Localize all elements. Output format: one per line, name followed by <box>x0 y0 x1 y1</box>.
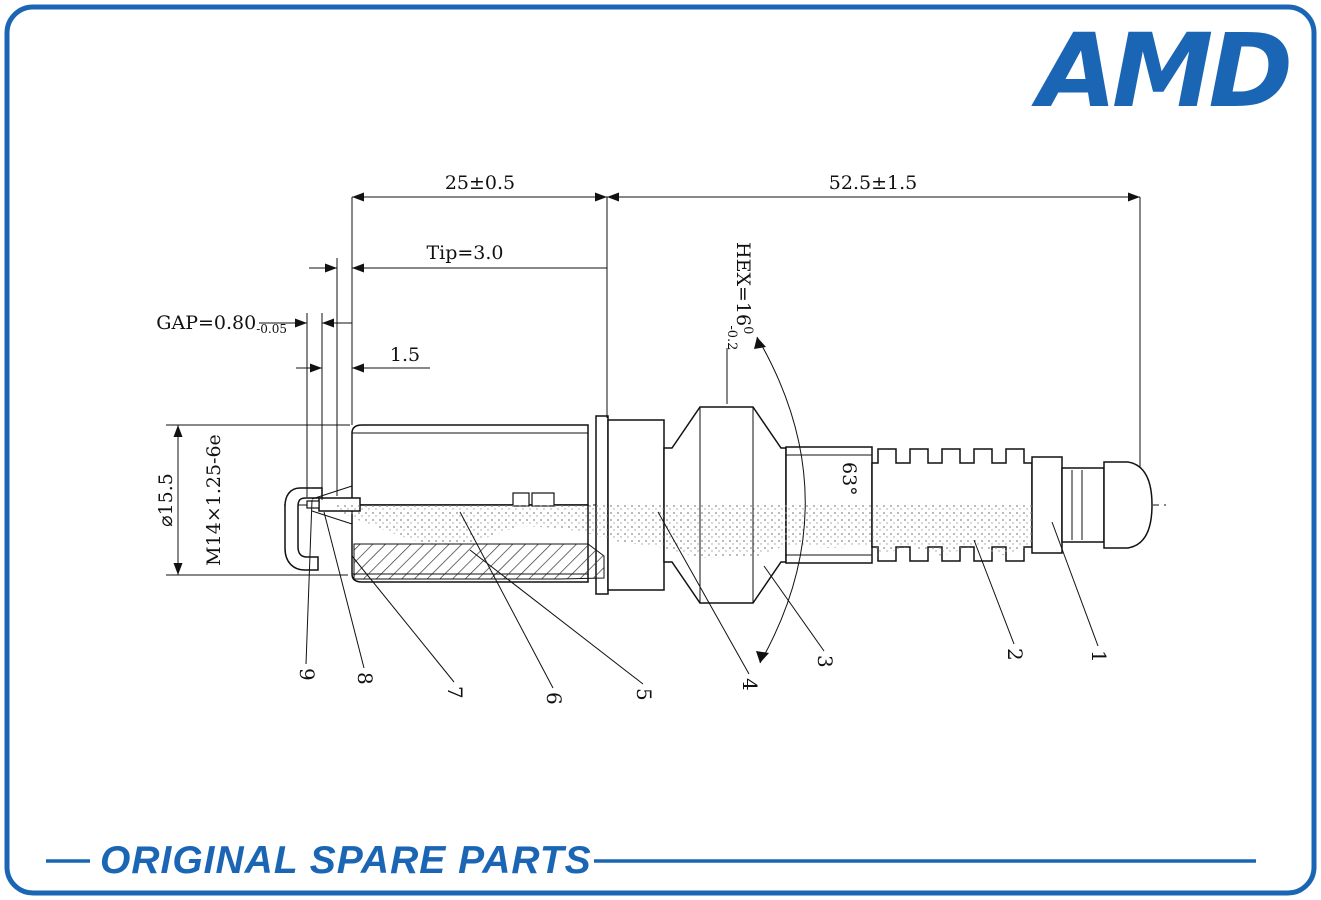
thread-section-hatch <box>353 543 605 580</box>
dim-gap-main: GAP=0.80 <box>156 312 256 334</box>
inner-seal-2 <box>531 492 555 507</box>
tagline-text: ORIGINAL SPARE PARTS <box>100 839 592 882</box>
terminal-insulator <box>1031 456 1063 554</box>
dim-length-left: 25±0.5 <box>445 172 515 194</box>
dimension-lines <box>166 196 1141 664</box>
callout-1: 1 <box>1087 650 1111 663</box>
terminal-neck <box>1061 467 1105 543</box>
ceramic-section-stipple <box>332 505 1032 558</box>
dim-hex-main: HEX=16 <box>732 242 754 326</box>
callout-7: 7 <box>443 686 467 699</box>
tagline-block: ORIGINAL SPARE PARTS <box>46 839 1256 882</box>
dim-length-right: 52.5±1.5 <box>829 172 917 194</box>
callout-6: 6 <box>542 692 566 705</box>
dim-offset: 1.5 <box>390 344 420 366</box>
body-detail-lines <box>311 407 1083 603</box>
shell-thread-top <box>351 424 589 506</box>
callout-leader-lines <box>305 499 1099 689</box>
callout-4: 4 <box>738 678 762 691</box>
callout-3: 3 <box>813 655 837 668</box>
brand-logo: AMD <box>1031 12 1289 131</box>
inner-seal-1 <box>512 492 530 507</box>
ground-electrode <box>284 487 323 571</box>
callout-numbers: 9 8 7 6 5 4 3 2 1 <box>295 648 1111 705</box>
dim-gap-tolerance: -0.05 <box>256 322 287 336</box>
dim-gap: GAP=0.80-0.05 <box>156 312 287 336</box>
dim-diameter: ⌀15.5 <box>155 473 177 527</box>
dim-thread-spec: M14×1.25-6e <box>203 434 225 566</box>
dimension-arrows <box>173 192 1140 663</box>
page-border <box>4 4 1317 896</box>
dim-angle: 63° <box>838 462 860 496</box>
dim-hex: HEX=160-0.2 <box>724 242 755 350</box>
electrode-tip <box>306 500 320 509</box>
callout-9: 9 <box>295 668 319 681</box>
callout-2: 2 <box>1003 648 1027 661</box>
callout-5: 5 <box>632 688 656 701</box>
dim-hex-sub: -0.2 <box>724 325 739 350</box>
callout-8: 8 <box>353 672 377 685</box>
dim-hex-sup: 0 <box>740 326 755 334</box>
terminal-cap <box>1103 461 1153 549</box>
dim-tip: Tip=3.0 <box>426 242 503 264</box>
dimension-labels: 25±0.5 52.5±1.5 Tip=3.0 GAP=0.80-0.05 1.… <box>155 172 917 566</box>
